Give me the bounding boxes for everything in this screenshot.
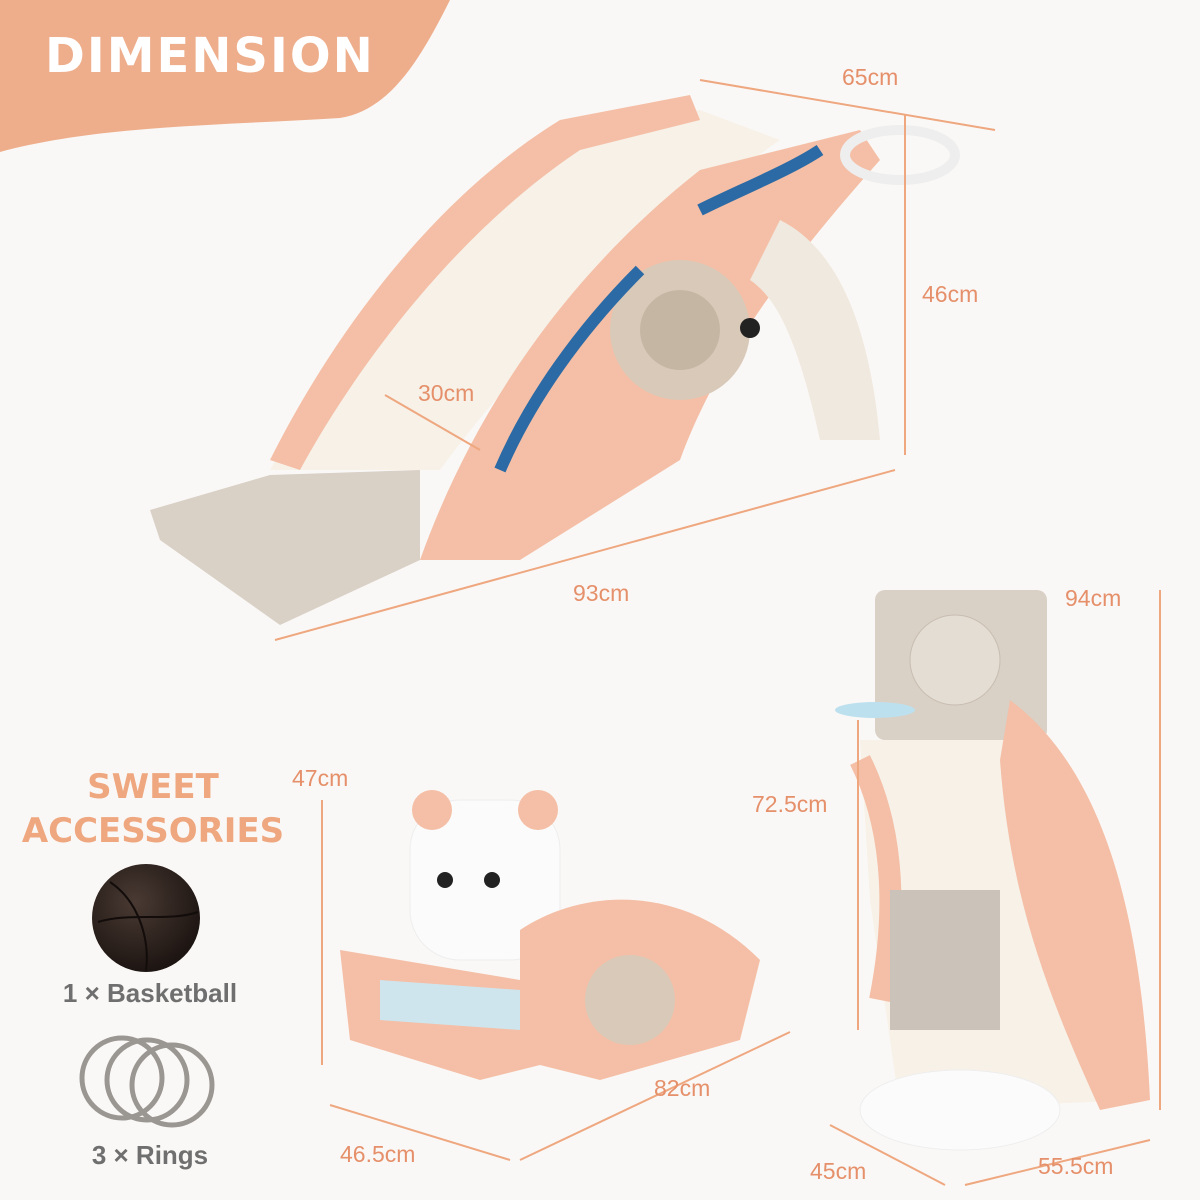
slide-surface-width-label: 30cm (418, 380, 475, 406)
accessories-title: SWEET ACCESSORIES (18, 765, 288, 853)
accessories-title-line2: ACCESSORIES (21, 811, 285, 851)
page-title: DIMENSION (45, 28, 375, 84)
basketball-depth-label: 45cm (810, 1158, 867, 1184)
hoop-height-label: 72.5cm (752, 791, 828, 817)
basketball-icon (92, 864, 200, 972)
accessories-title-line1: SWEET (87, 767, 219, 807)
slide-length-label: 93cm (573, 580, 630, 606)
slide-mode-product (150, 95, 960, 625)
basketball-width-label: 55.5cm (1038, 1153, 1114, 1179)
slide-height-label: 46cm (922, 281, 979, 307)
rocker-length-label: 82cm (654, 1075, 711, 1101)
rocker-width-label: 46.5cm (340, 1141, 416, 1167)
basketball-mode-product (835, 590, 1150, 1151)
rings-icon (79, 1035, 215, 1128)
basketball-height-label: 94cm (1065, 585, 1122, 611)
slide-width-label: 65cm (842, 64, 899, 90)
rocker-height-label: 47cm (292, 765, 349, 791)
accessory-rings-label: 3 × Rings (91, 1140, 209, 1170)
accessory-basketball-label: 1 × Basketball (62, 978, 238, 1008)
dimension-lines (274, 79, 1161, 1186)
rocker-mode-product (340, 790, 760, 1080)
